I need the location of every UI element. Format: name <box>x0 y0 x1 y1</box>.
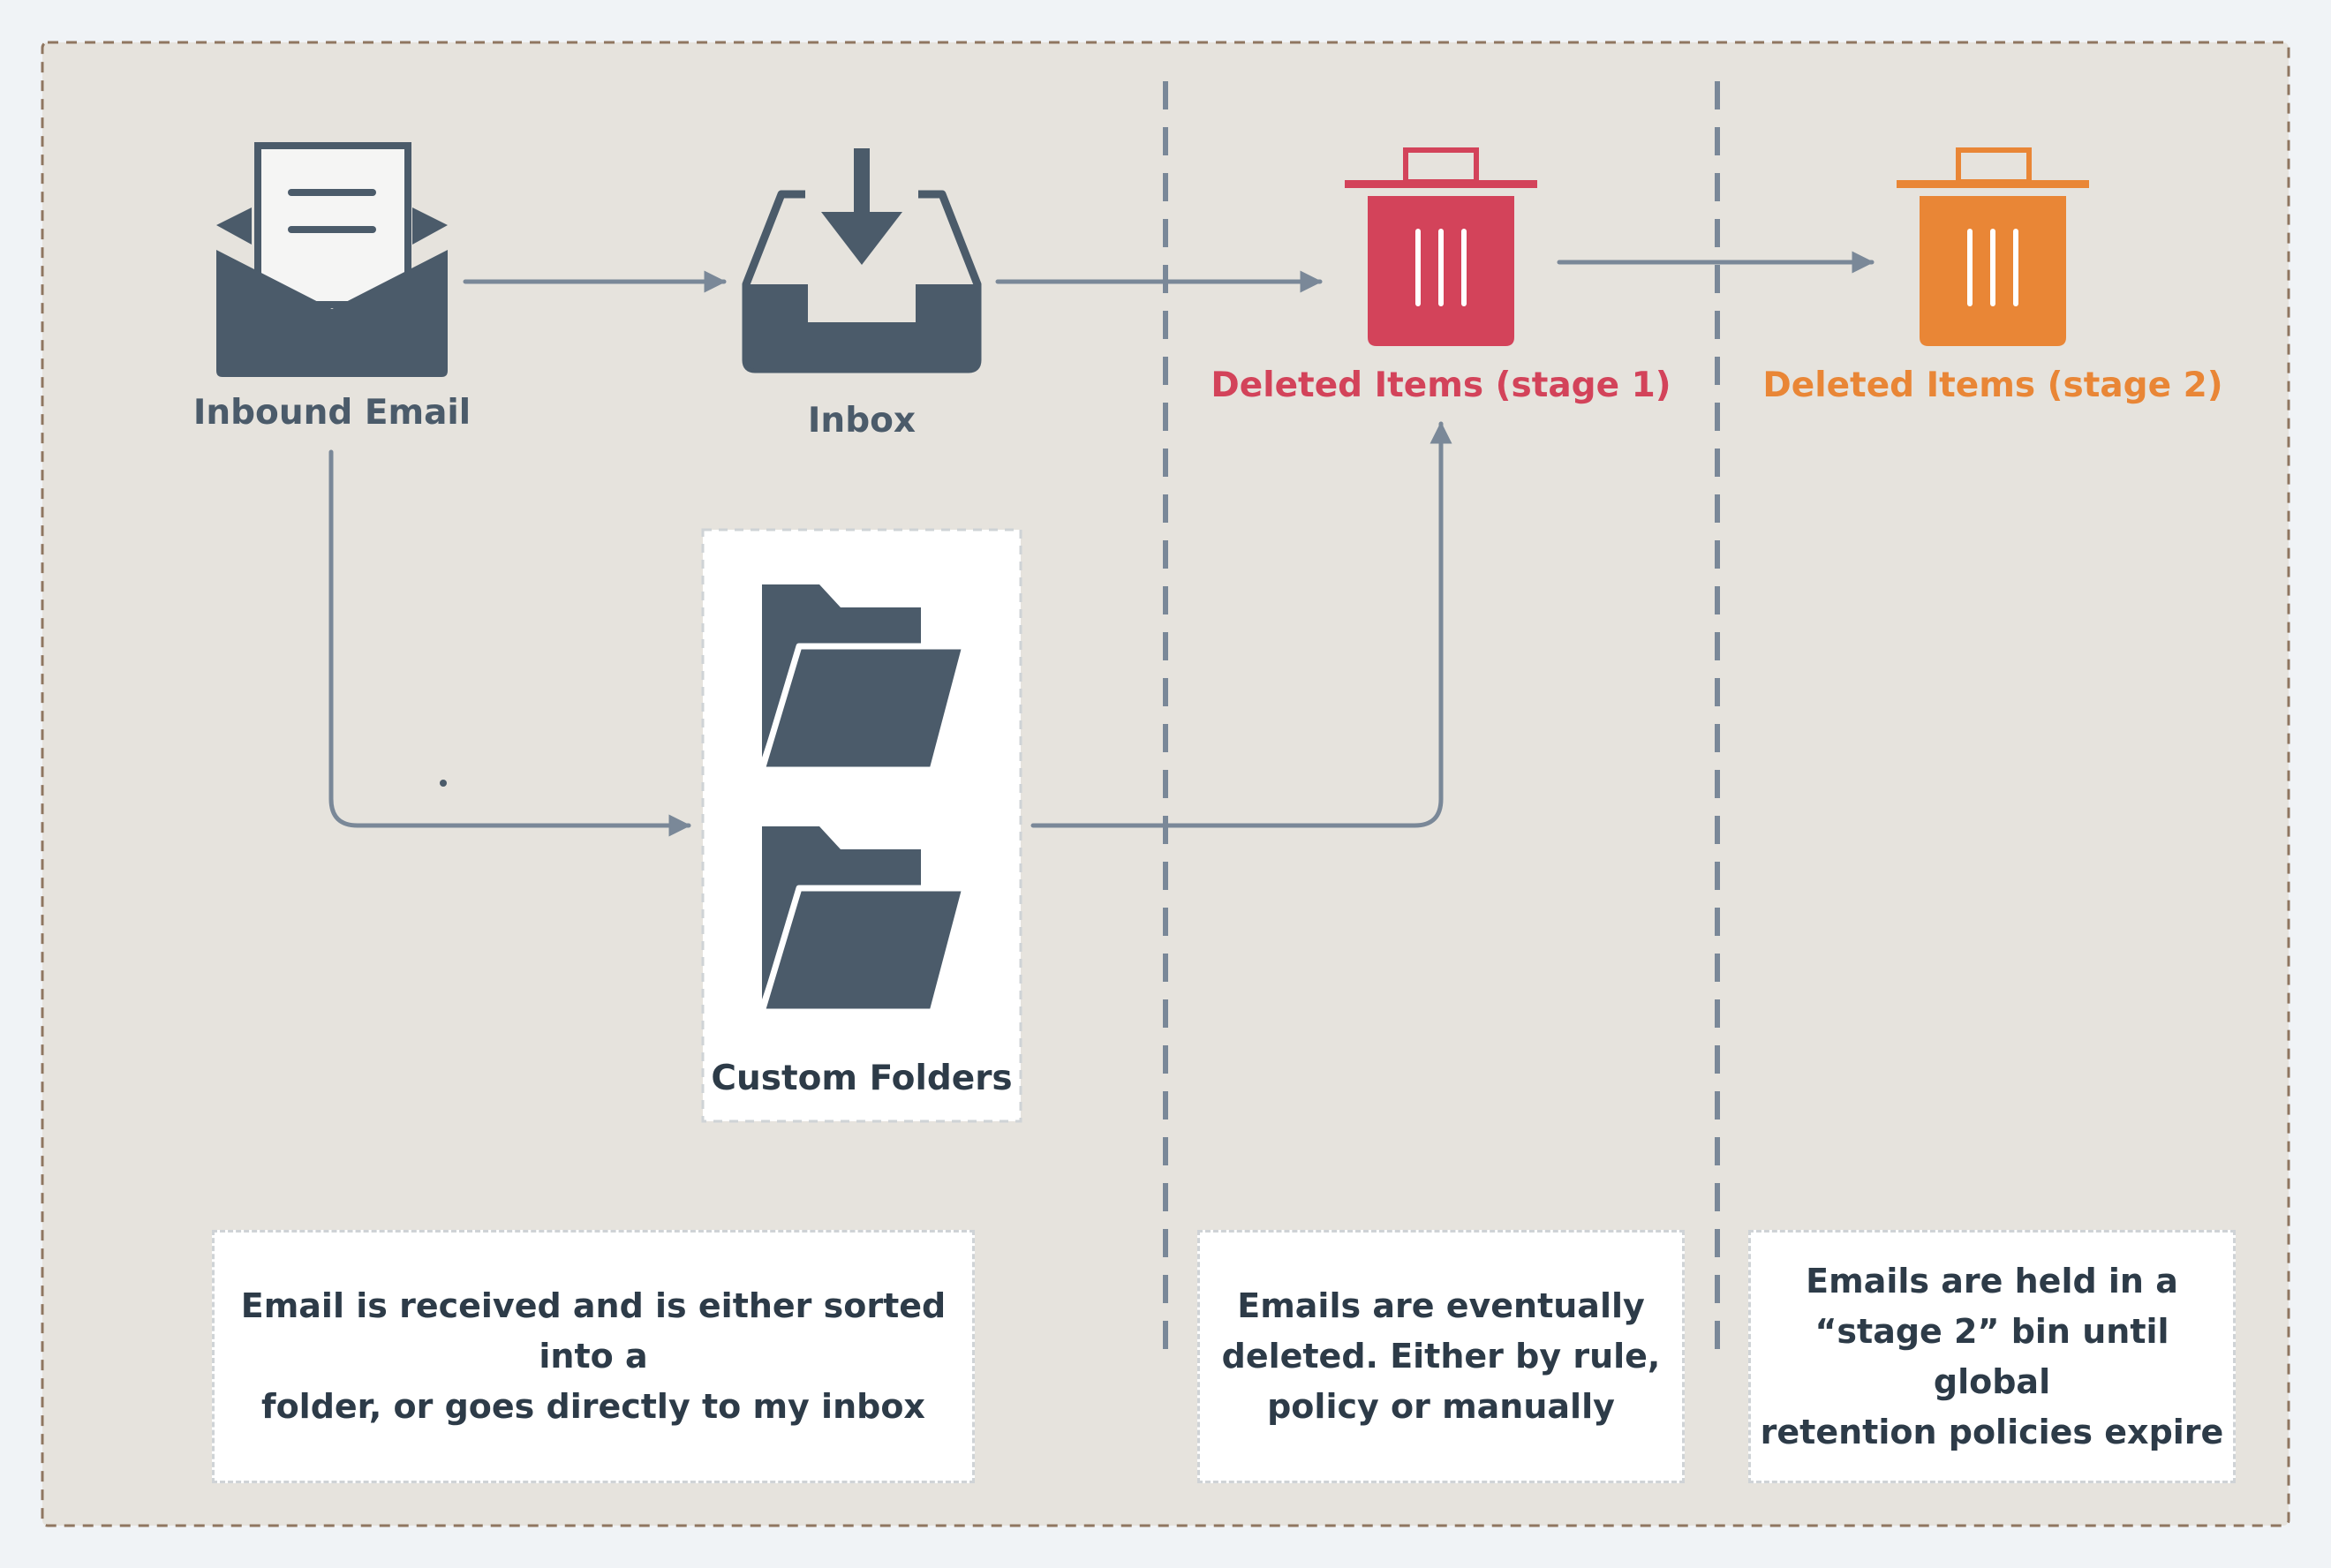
description-received-text: Email is received and is either sorted i… <box>240 1286 947 1426</box>
description-deleted: Emails are eventually deleted. Either by… <box>1197 1230 1685 1483</box>
description-deleted-text: Emails are eventually deleted. Either by… <box>1221 1286 1661 1426</box>
envelope-open-icon <box>216 142 448 377</box>
inbox-tray-icon <box>742 148 982 373</box>
stray-dot <box>440 780 447 787</box>
trash-bin-icon <box>1897 147 2089 346</box>
description-held: Emails are held in a “stage 2” bin until… <box>1748 1230 2236 1483</box>
description-received: Email is received and is either sorted i… <box>212 1230 975 1483</box>
description-held-text: Emails are held in a “stage 2” bin until… <box>1760 1261 2224 1451</box>
trash-bin-icon <box>1345 147 1537 346</box>
deleted-stage2-label: Deleted Items (stage 2) <box>1762 366 2223 405</box>
folder-open-icon <box>758 584 969 773</box>
arrow-email-to-folders <box>328 449 691 837</box>
folder-open-icon <box>758 826 969 1015</box>
inbox-label: Inbox <box>807 401 917 441</box>
arrow-folders-to-stage1 <box>1030 421 1452 828</box>
deleted-stage1-label: Deleted Items (stage 1) <box>1211 366 1671 405</box>
custom-folders-label: Custom Folders <box>711 1059 1013 1098</box>
inbound-email-label: Inbound Email <box>192 393 471 433</box>
